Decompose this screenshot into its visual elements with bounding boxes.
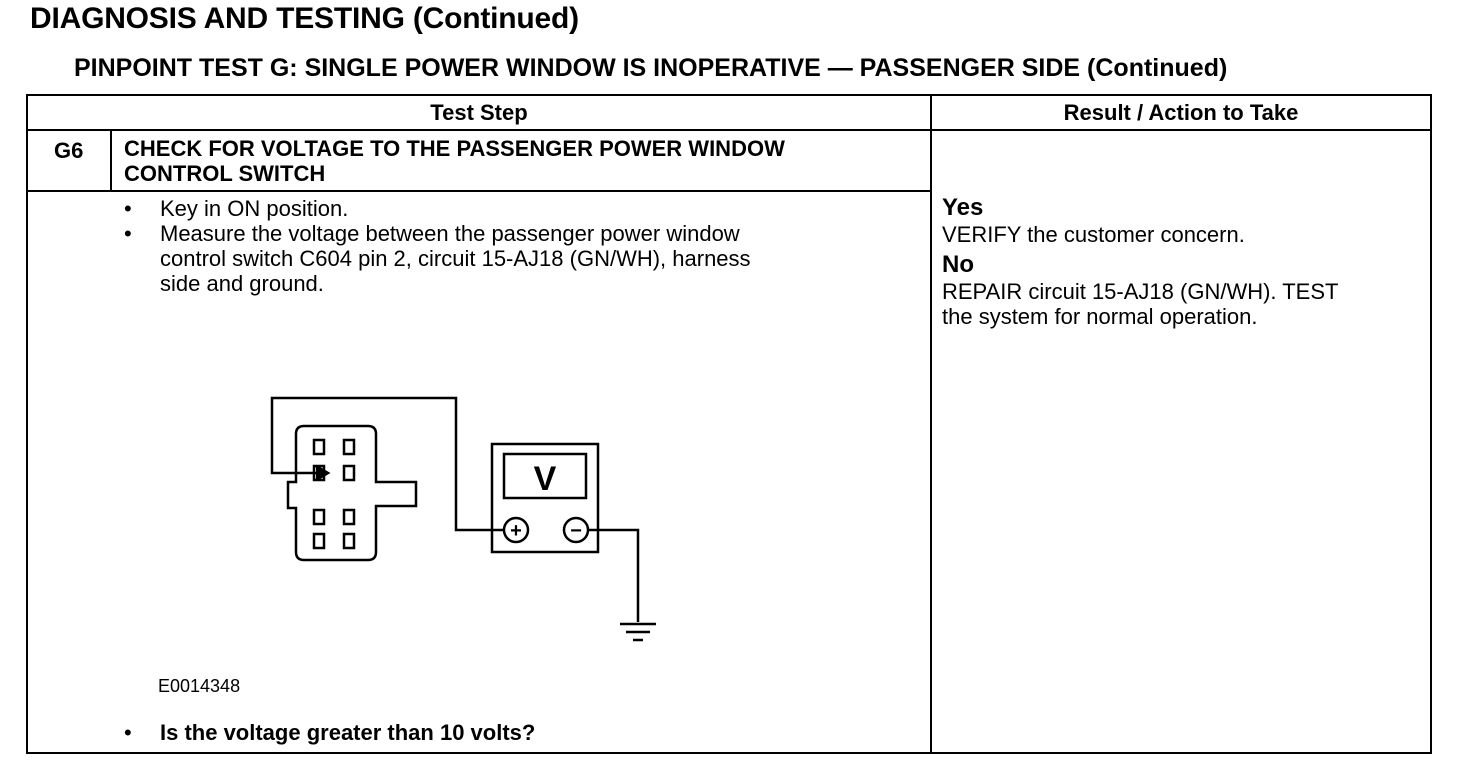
step-id: G6	[54, 138, 84, 163]
positive-terminal	[502, 516, 530, 544]
result-yes-action: VERIFY the customer concern.	[942, 222, 1245, 247]
connector-terminal	[342, 438, 356, 456]
step-instructions: Key in ON position. Measure the voltage …	[120, 196, 751, 296]
test-question: Is the voltage greater than 10 volts?	[120, 720, 535, 746]
connector-terminal	[312, 438, 326, 456]
ground-lead	[588, 528, 640, 622]
negative-symbol: −	[570, 520, 582, 542]
step-id-divider	[110, 131, 112, 191]
header-divider	[28, 129, 1430, 131]
instruction-item: Key in ON position.	[120, 196, 751, 221]
voltmeter-body	[490, 442, 600, 554]
result-no-label: No	[942, 251, 974, 278]
pinpoint-test-table: Test Step Result / Action to Take G6 CHE…	[26, 94, 1432, 754]
positive-test-lead	[270, 396, 504, 532]
voltmeter-diagram: V + −	[188, 386, 688, 661]
instruction-item: Measure the voltage between the passenge…	[120, 221, 751, 296]
pinpoint-test-heading: PINPOINT TEST G: SINGLE POWER WINDOW IS …	[74, 54, 1228, 82]
connector-terminal	[342, 464, 356, 482]
column-divider	[930, 96, 932, 752]
step-title: CHECK FOR VOLTAGE TO THE PASSENGER POWER…	[124, 136, 785, 186]
connector-c604-outline	[286, 424, 418, 562]
result-yes-label: Yes	[942, 194, 984, 221]
column-header-test-step: Test Step	[430, 100, 528, 125]
column-header-result-action: Result / Action to Take	[1063, 100, 1299, 125]
positive-symbol: +	[510, 520, 522, 542]
connector-terminal	[342, 532, 356, 550]
result-actions: Yes VERIFY the customer concern. No REPA…	[942, 194, 1422, 333]
connector-terminal	[342, 508, 356, 526]
result-no-action: REPAIR circuit 15-AJ18 (GN/WH). TEST the…	[942, 279, 1339, 329]
connector-terminal	[312, 532, 326, 550]
ground-symbol	[620, 622, 656, 642]
voltmeter-display	[502, 452, 588, 500]
voltmeter-label: V	[534, 460, 557, 498]
connector-terminal	[312, 508, 326, 526]
figure-id: E0014348	[158, 676, 241, 696]
probe-tip	[315, 464, 331, 482]
page-heading: DIAGNOSIS AND TESTING (Continued)	[30, 2, 579, 35]
step-title-divider	[28, 190, 930, 192]
